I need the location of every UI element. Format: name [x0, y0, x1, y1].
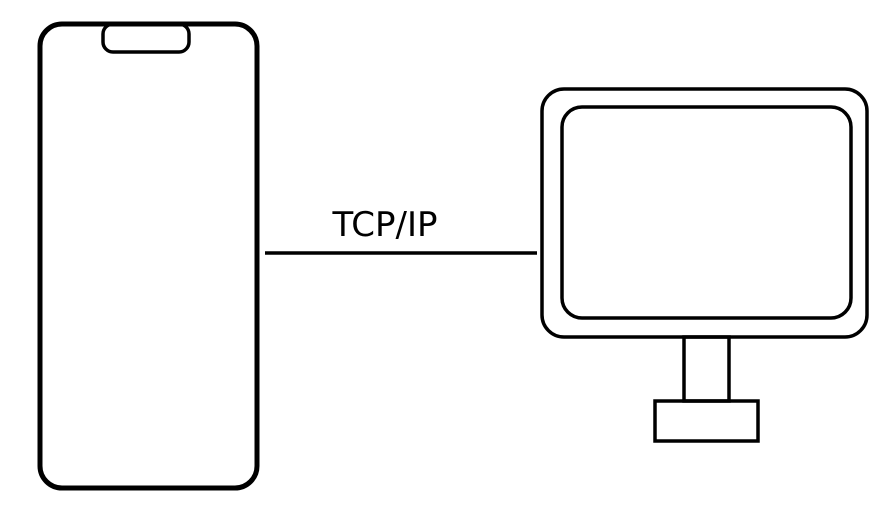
- monitor-base: [653, 399, 760, 443]
- monitor-screen: [560, 105, 853, 320]
- smartphone-icon: [37, 21, 260, 491]
- monitor-frame: [540, 87, 869, 339]
- smartphone-notch: [101, 22, 191, 54]
- monitor-icon: [540, 87, 869, 443]
- monitor-neck: [682, 335, 731, 403]
- connection-label: TCP/IP: [331, 205, 437, 245]
- smartphone-body: [37, 21, 260, 491]
